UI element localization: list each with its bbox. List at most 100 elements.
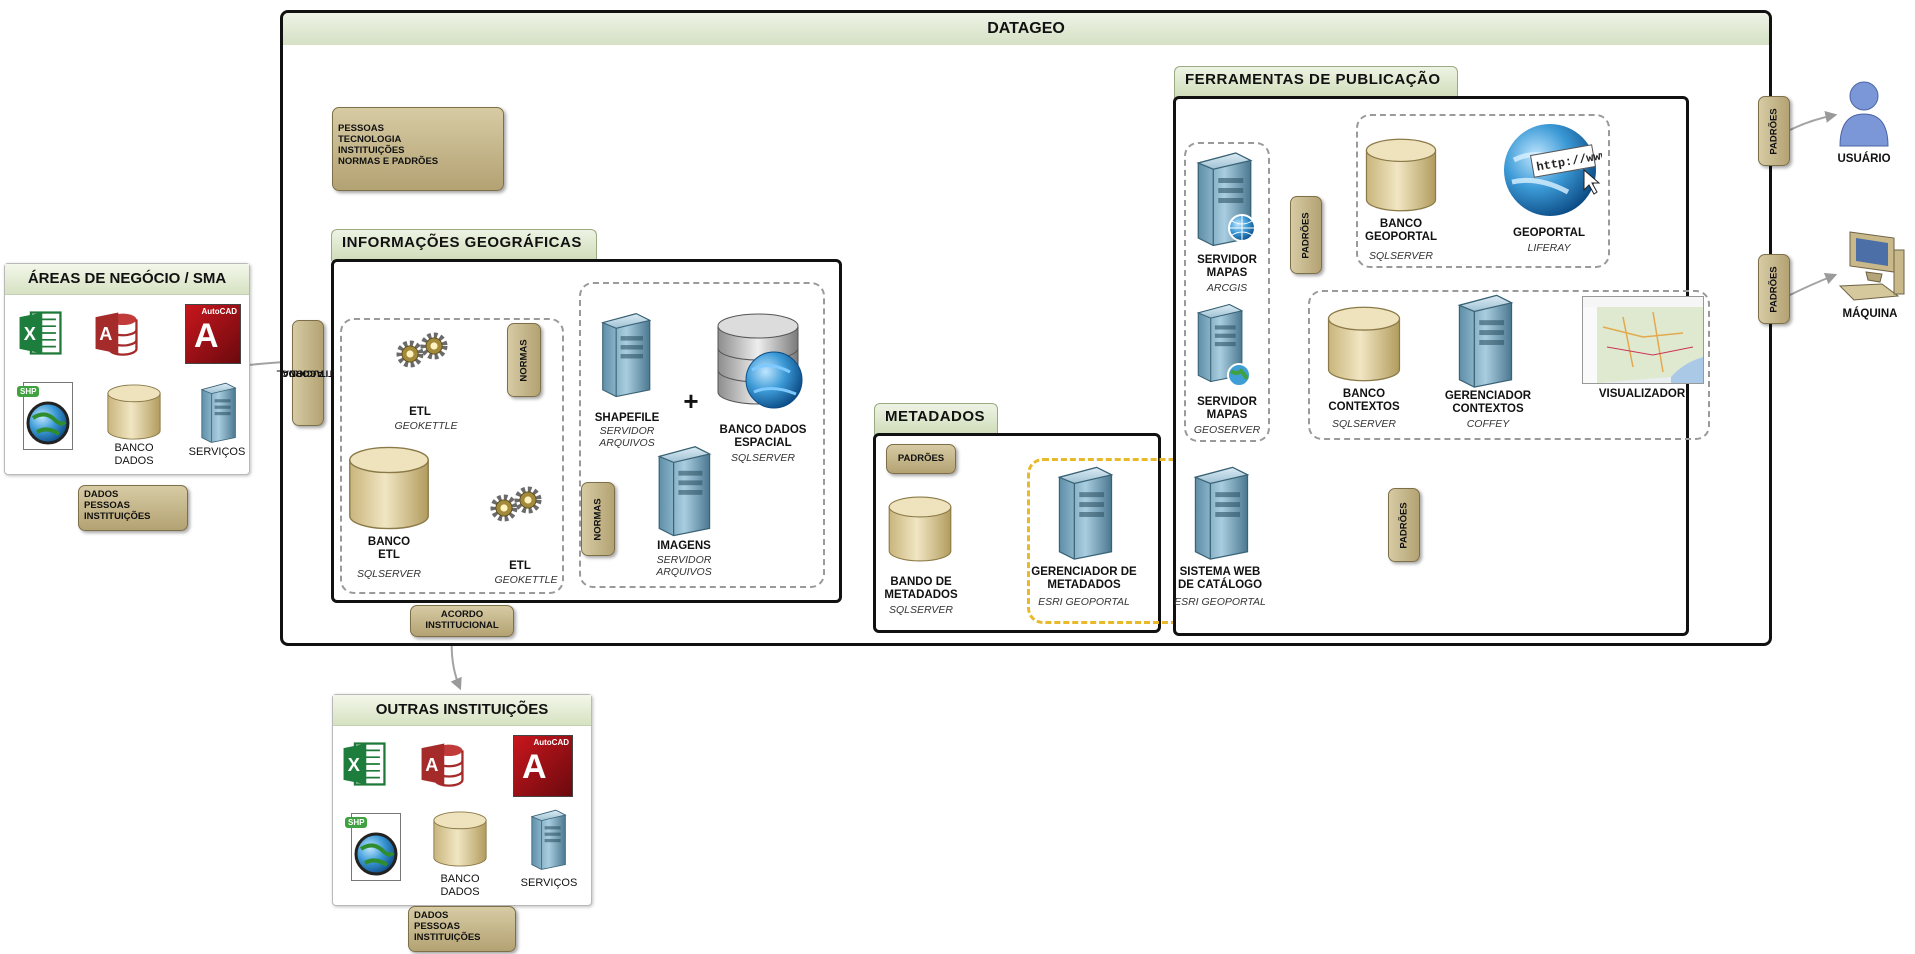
label-line: BANCO DADOS	[719, 424, 807, 436]
label-line: CONTEXTOS	[1328, 401, 1400, 413]
banco-etl-sub: SQLSERVER	[357, 568, 421, 580]
server-icon	[527, 807, 567, 871]
label-line: METADADOS	[1047, 579, 1121, 591]
connector-padroes-usuario	[1789, 111, 1838, 131]
sistema-web-sub: ESRI GEOPORTAL	[1174, 596, 1266, 608]
banco-etl-icon	[344, 446, 434, 530]
label-line: BANCO	[440, 873, 480, 885]
banco-contextos-icon	[1326, 306, 1402, 382]
geoportal-group	[1356, 114, 1610, 268]
etl-group	[340, 318, 564, 594]
label-line: SERVIDOR	[1197, 396, 1257, 408]
banco-contextos-label: BANCO CONTEXTOS	[1318, 388, 1410, 414]
outras-instituicoes-panel: OUTRAS INSTITUIÇÕES AutoCAD A SHP BANCO …	[332, 694, 592, 906]
database-icon	[105, 384, 163, 440]
maquina-label: MÁQUINA	[1842, 308, 1898, 320]
server-icon	[197, 380, 237, 444]
label-line: BANCO	[1379, 218, 1423, 230]
shapefile-icon: SHP	[15, 382, 75, 454]
user-icon	[1839, 81, 1889, 147]
autocad-icon: AutoCAD A	[185, 304, 241, 364]
gerenciador-contextos-server-icon	[1452, 290, 1514, 390]
areas-negocio-panel: ÁREAS DE NEGÓCIO / SMA AutoCAD A SHP BAN…	[4, 263, 250, 475]
tag-line: TECNOLOGIA	[338, 134, 402, 145]
shapefile-server-icon	[596, 306, 652, 402]
label-line: SISTEMA WEB	[1179, 566, 1261, 578]
label-line: BANCO	[367, 536, 411, 548]
areas-negocio-title: ÁREAS DE NEGÓCIO / SMA	[5, 264, 249, 295]
servicos-label: SERVIÇOS	[188, 446, 246, 458]
tag-line: INSTITUIÇÕES	[414, 932, 481, 943]
label-line: MAPAS	[1206, 267, 1248, 279]
visualizador-map-icon	[1582, 296, 1704, 384]
servidor-geoserver-sub: GEOSERVER	[1193, 424, 1261, 436]
gerenciador-contextos-label: GERENCIADOR CONTEXTOS	[1436, 390, 1540, 416]
label-line: BANDO DE	[890, 576, 952, 588]
sistema-web-server-icon	[1188, 462, 1250, 562]
datageo-title-bar	[283, 13, 1769, 45]
servicos-label: SERVIÇOS	[520, 877, 578, 889]
padroes-metadados-tag: PADRÕES	[886, 444, 956, 474]
servidor-arcgis-label: SERVIDOR MAPAS	[1186, 254, 1268, 280]
banco-contextos-sub: SQLSERVER	[1332, 418, 1396, 430]
gerenciador-metadados-label: GERENCIADOR DE METADADOS	[1024, 566, 1144, 592]
contextos-group	[1308, 290, 1710, 440]
autocad-label: AutoCAD	[533, 738, 569, 747]
label-line: SERVIDOR	[1197, 254, 1257, 266]
database-icon	[431, 811, 489, 867]
sistema-web-label: SISTEMA WEB DE CATÁLOGO	[1170, 566, 1270, 592]
label-line: BANCO	[114, 442, 154, 454]
normas-bottom-tag: NORMAS	[581, 482, 615, 556]
dados-pessoas-tag: DADOS PESSOAS INSTITUIÇÕES	[78, 485, 188, 531]
tag-line: NORMAS E PADRÕES	[338, 156, 439, 167]
padroes-servidores-tag: PADRÕES	[1290, 196, 1322, 274]
access-icon	[419, 739, 465, 789]
excel-icon	[341, 739, 387, 789]
informacoes-geograficas-tab: INFORMAÇÕES GEOGRÁFICAS	[331, 229, 597, 261]
etl-top-label: ETL	[409, 406, 431, 418]
etl-gear-icon-bottom	[486, 482, 548, 538]
servidor-geoserver-label: SERVIDOR MAPAS	[1186, 396, 1268, 422]
imagens-sub: SERVIDOR ARQUIVOS	[644, 554, 724, 578]
label-line: DE CATÁLOGO	[1177, 579, 1263, 591]
banco-dados-label: BANCO DADOS	[101, 442, 167, 468]
tag-text: NORMAS	[592, 497, 604, 541]
connector-padroes-maquina	[1789, 272, 1838, 296]
bando-metadados-label: BANDO DE METADADOS	[876, 576, 966, 602]
banco-dados-label: BANCO DADOS	[427, 873, 493, 899]
label-line: ESPACIAL	[734, 437, 792, 449]
geoportal-label: GEOPORTAL	[1513, 227, 1585, 239]
label-line: GERENCIADOR DE	[1031, 566, 1137, 578]
ferramentas-publicacao-tab: FERRAMENTAS DE PUBLICAÇÃO	[1174, 66, 1458, 98]
gerenciador-metadados-server-icon	[1052, 462, 1114, 562]
shapefile-icon: SHP	[343, 813, 403, 885]
imagens-server-icon	[652, 440, 712, 540]
geoportal-globe-icon: http://www	[1498, 120, 1610, 218]
autocad-label: AutoCAD	[201, 307, 237, 316]
usuario-label: USUÁRIO	[1837, 153, 1891, 165]
label-line: CONTEXTOS	[1452, 403, 1524, 415]
shapefile-sub: SERVIDOR ARQUIVOS	[586, 425, 668, 449]
tag-line: INSTITUCIONAL	[425, 620, 499, 631]
normas-top-tag: NORMAS	[507, 323, 541, 397]
bando-metadados-sub: SQLSERVER	[889, 604, 953, 616]
tag-line: ACORDO	[440, 609, 484, 620]
tag-text: NORMAS	[518, 338, 530, 382]
shapefile-label: SHAPEFILE	[594, 412, 660, 424]
tag-text: PADRÕES	[1398, 501, 1410, 549]
banco-espacial-sub: SQLSERVER	[731, 452, 795, 464]
label-line: BANCO	[1342, 388, 1386, 400]
servidores-group	[1184, 142, 1270, 442]
label-line: DADOS	[114, 455, 154, 467]
banco-geoportal-icon	[1362, 138, 1440, 212]
tag-line: PESSOAS	[414, 921, 460, 932]
access-icon	[93, 308, 139, 358]
etl-bottom-sub: GEOKETTLE	[494, 574, 558, 586]
label-line: GEOPORTAL	[1365, 231, 1437, 243]
pessoas-tag: PESSOAS TECNOLOGIA INSTITUIÇÕES NORMAS E…	[332, 107, 504, 191]
etl-gear-icon	[392, 328, 454, 384]
visualizador-label: VISUALIZADOR	[1598, 388, 1686, 400]
globe-icon	[1227, 363, 1251, 387]
sub-line: SERVIDOR	[656, 554, 712, 566]
